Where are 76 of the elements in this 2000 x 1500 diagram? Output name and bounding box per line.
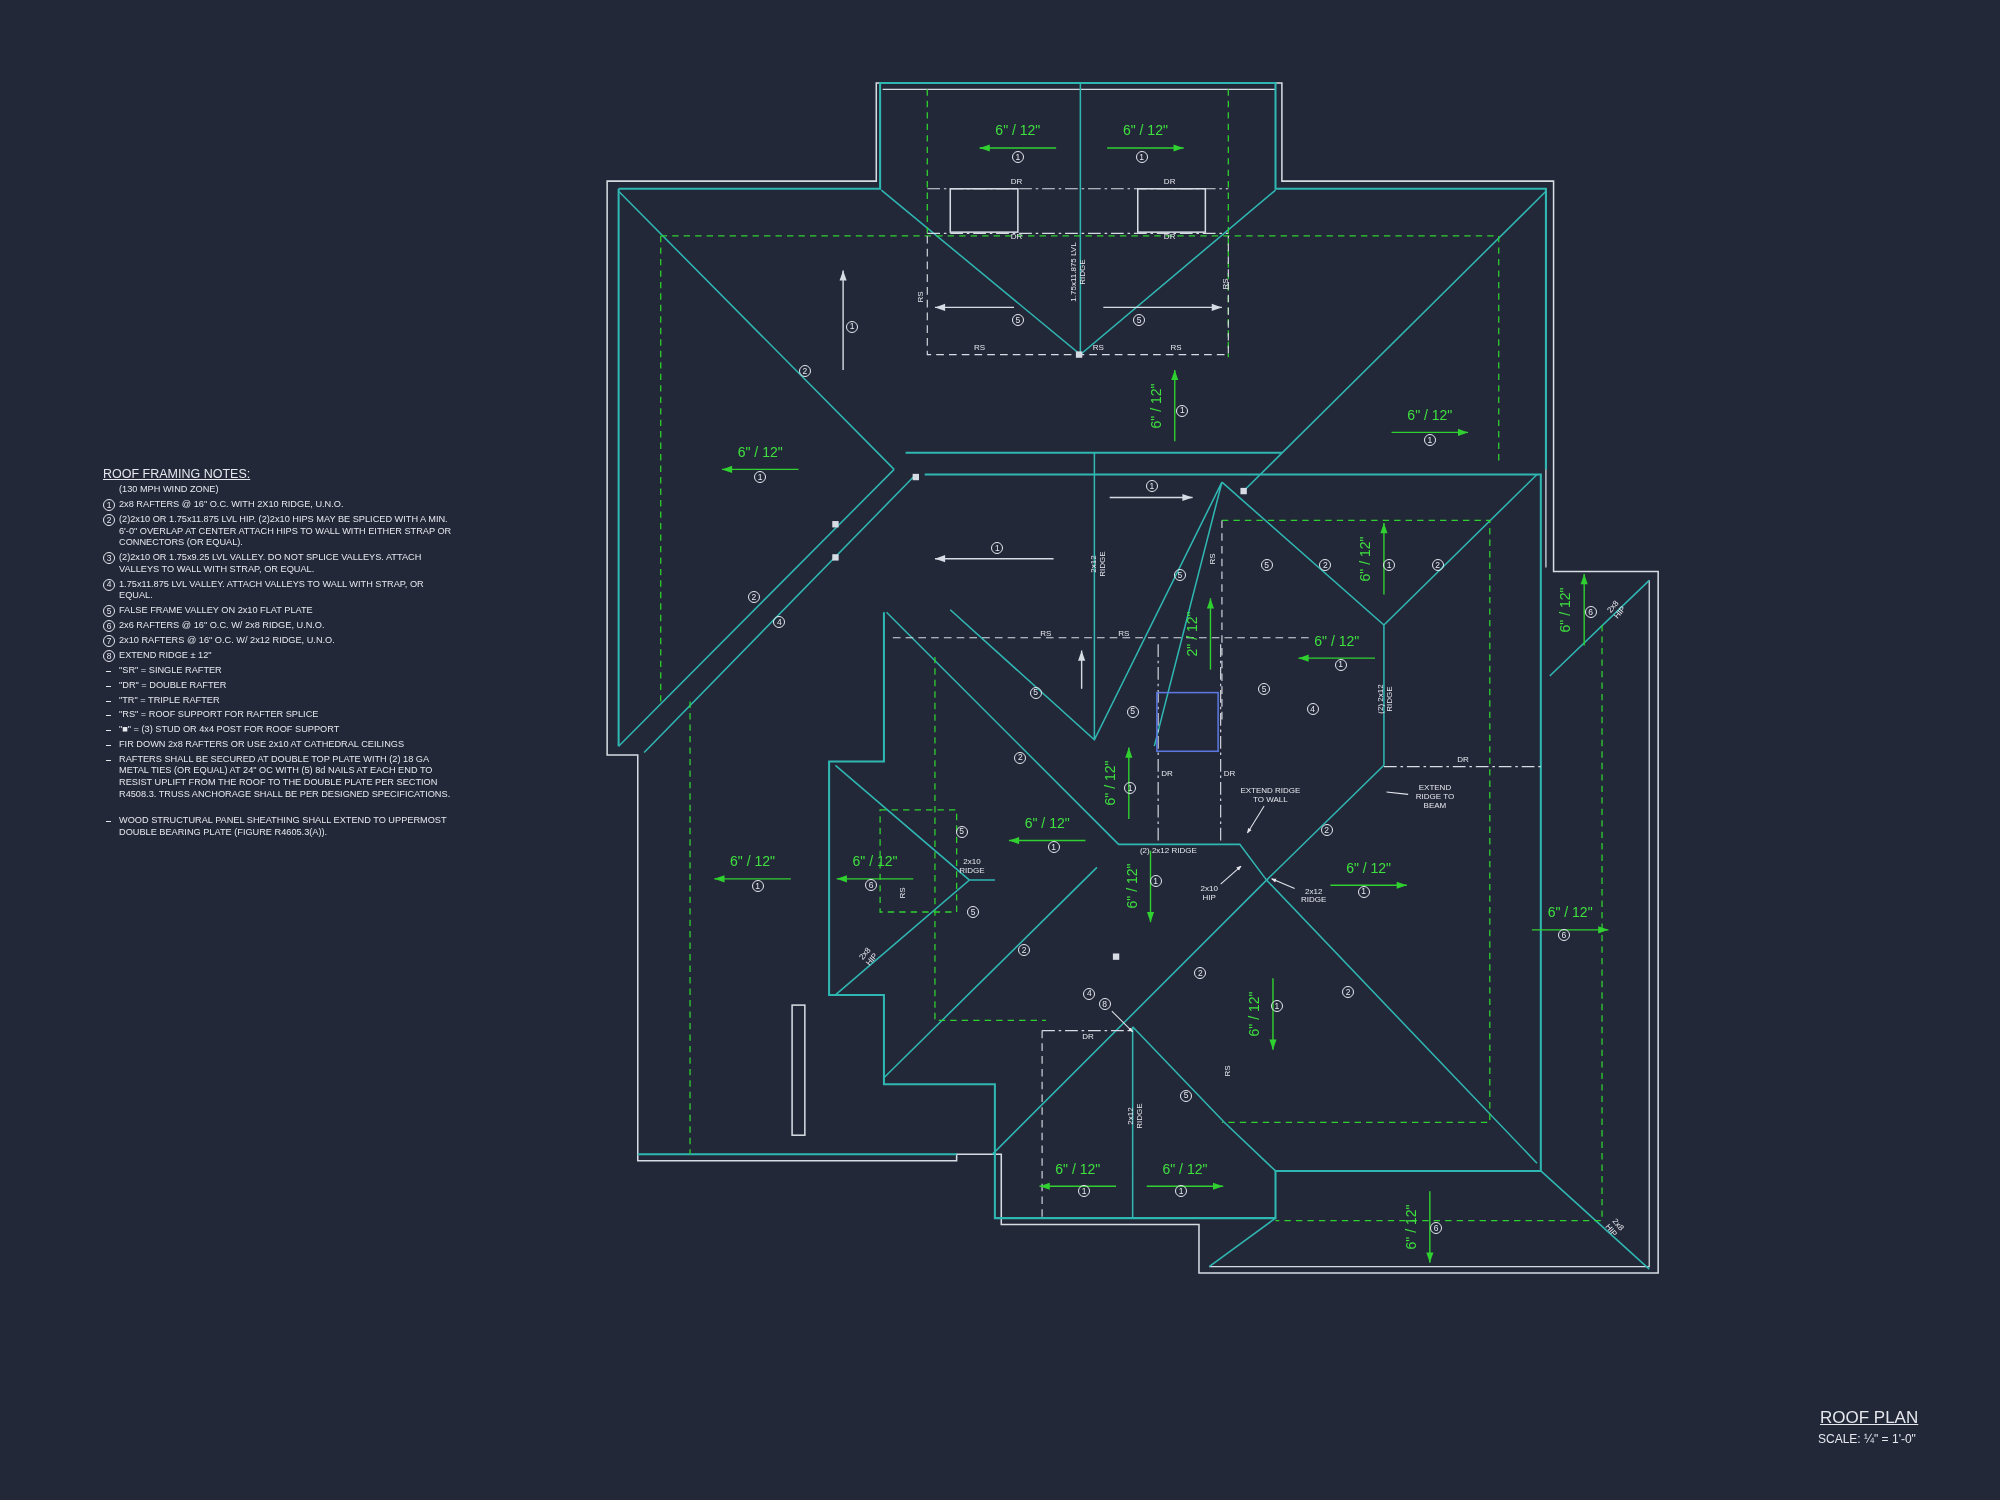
framing-label: (2) 2x12 RIDGE (1377, 683, 1396, 716)
note-text: "SR" = SINGLE RAFTER (119, 665, 222, 677)
slope-label: 6" / 12" (1547, 905, 1593, 921)
note-text: "DR" = DOUBLE RAFTER (119, 679, 227, 692)
leader-line (1271, 878, 1296, 890)
note-text: "TR" = TRIPLE RAFTER (119, 694, 220, 707)
note-text: FIR DOWN 2x8 RAFTERS OR USE 2x10 AT CATHEDRAL CEILINGS (119, 738, 405, 751)
framing-label: RS (1223, 1065, 1233, 1077)
callout-text: 2x10 HIP (1195, 885, 1224, 903)
framing-label: DR (1010, 178, 1023, 187)
note-text: EXTEND RIDGE ± 12" (119, 650, 212, 662)
slope-label: 6" / 12" (737, 445, 783, 461)
framing-label: DR (1223, 769, 1236, 779)
framing-label: 2x10 RIDGE (958, 858, 986, 877)
leader-line (1220, 865, 1242, 885)
framing-label: DR (1010, 232, 1023, 242)
slope-label: 6" / 12" (730, 854, 776, 870)
note-text: 2x10 RAFTERS @ 16" O.C. W/ 2x12 RIDGE, U.N.O. (119, 635, 335, 647)
slope-label: 2" / 12" (1184, 611, 1201, 657)
note-text: RAFTERS SHALL BE SECURED AT DOUBLE TOP PLATE WITH (2) 18 GA METAL TIES (OR EQUAL) AT 24" OC WITH (5) 8d NAILS AT EACH END TO RESIST UPLIFT FROM THE ROOF TO THE DOUBLE PLATE PER SECTION R4508.3. TRUSS ANCHORAGE SHALL BE PER DESIGNED SPECIFICATIONS. (119, 753, 452, 801)
framing-label: RS (1221, 278, 1231, 290)
framing-label: 2x8 HIP (1602, 1216, 1627, 1241)
leader-line (1246, 805, 1265, 834)
framing-label: RS (1092, 343, 1104, 353)
framing-label: RS (1118, 629, 1130, 639)
framing-label: RS (1040, 629, 1052, 639)
slope-label: 6" / 12" (852, 854, 898, 870)
note-text: 2x6 RAFTERS @ 16" O.C. W/ 2x8 RIDGE, U.N.O. (119, 620, 325, 632)
slope-label: 6" / 12" (1358, 536, 1374, 582)
framing-label: DR (1163, 232, 1176, 242)
note-text: WOOD STRUCTURAL PANEL SHEATHING SHALL EXTEND TO UPPERMOST DOUBLE BEARING PLATE (FIGURE R4605.3(A)). (119, 814, 448, 839)
framing-label: 2x8 HIP (1604, 597, 1629, 622)
slope-label: 6" / 12" (1346, 860, 1392, 877)
slope-label: 6" / 12" (1149, 383, 1165, 429)
callout-text: 2x12 RIDGE (1295, 887, 1332, 906)
framing-label: DR (1161, 769, 1173, 779)
note-text: "■" = (3) STUD OR 4x4 POST FOR ROOF SUPPORT (119, 724, 340, 736)
framing-label: 2x12 RIDGE (1127, 1102, 1146, 1131)
slope-label: 6" / 12" (1247, 991, 1263, 1037)
drawing-title: ROOF PLAN (1820, 1408, 1919, 1428)
notes-heading: ROOF FRAMING NOTES: (103, 466, 252, 482)
slope-label: 6" / 12" (1314, 633, 1360, 650)
callout-text: EXTEND RIDGE TO WALL (1234, 787, 1307, 805)
slope-label: 6" / 12" (1407, 408, 1453, 424)
slope-label: 6" / 12" (1404, 1204, 1420, 1250)
framing-label: RS (1208, 553, 1218, 565)
slope-label: 6" / 12" (1124, 864, 1141, 909)
slope-label: 6" / 12" (1103, 760, 1119, 806)
framing-label: (2) 2x12 RIDGE (1139, 846, 1197, 856)
callout-text: EXTEND RIDGE TO BEAM (1409, 784, 1461, 811)
framing-label: RS (898, 887, 908, 899)
note-text: (130 MPH WIND ZONE) (118, 484, 220, 496)
note-text: (2)2x10 OR 1.75x9.25 LVL VALLEY. DO NOT SPLICE VALLEYS. ATTACH VALLEYS TO WALL WITH STRAP, OR EQUAL. (119, 552, 423, 576)
framing-label: 2x8 HIP (855, 944, 880, 969)
note-text: "RS" = ROOF SUPPORT FOR RAFTER SPLICE (119, 709, 319, 722)
slope-label: 6" / 12" (1162, 1161, 1208, 1178)
slope-label: 6" / 12" (1024, 816, 1070, 832)
framing-label: DR (1163, 178, 1176, 187)
slope-label: 6" / 12" (1122, 123, 1168, 140)
framing-label: DR (1457, 755, 1469, 765)
framing-label: RS (974, 343, 986, 353)
scale-note: SCALE: ¼" = 1'-0" (1818, 1432, 1916, 1446)
slope-label: 6" / 12" (1558, 587, 1574, 633)
framing-label: RS (1170, 343, 1182, 353)
framing-label: DR (1082, 1032, 1094, 1042)
framing-label: RS (916, 291, 926, 303)
slope-label: 6" / 12" (1055, 1161, 1101, 1178)
note-text: FALSE FRAME VALLEY ON 2x10 FLAT PLATE (119, 605, 313, 617)
leader-line (1385, 791, 1409, 795)
slope-label: 6" / 12" (995, 123, 1041, 140)
leader-line (1111, 1010, 1134, 1033)
note-text: (2)2x10 OR 1.75x11.875 LVL HIP. (2)2x10 HIPS MAY BE SPLICED WITH A MIN. 6'-0" OVERLAP AT CENTER ATTACH HIPS TO WALL WITH EITHER STRAP OR CONNECTORS (OR EQUAL). (119, 513, 453, 550)
framing-label: 2x12 RIDGE (1090, 550, 1109, 579)
framing-label: 1.75x11.875 LVL RIDGE (1070, 241, 1088, 304)
note-text: 2x8 RAFTERS @ 16" O.C. WITH 2X10 RIDGE, U.N.O. (119, 498, 344, 511)
note-text: 1.75x11.875 LVL VALLEY. ATTACH VALLEYS TO WALL WITH STRAP, OR EQUAL. (119, 578, 425, 603)
